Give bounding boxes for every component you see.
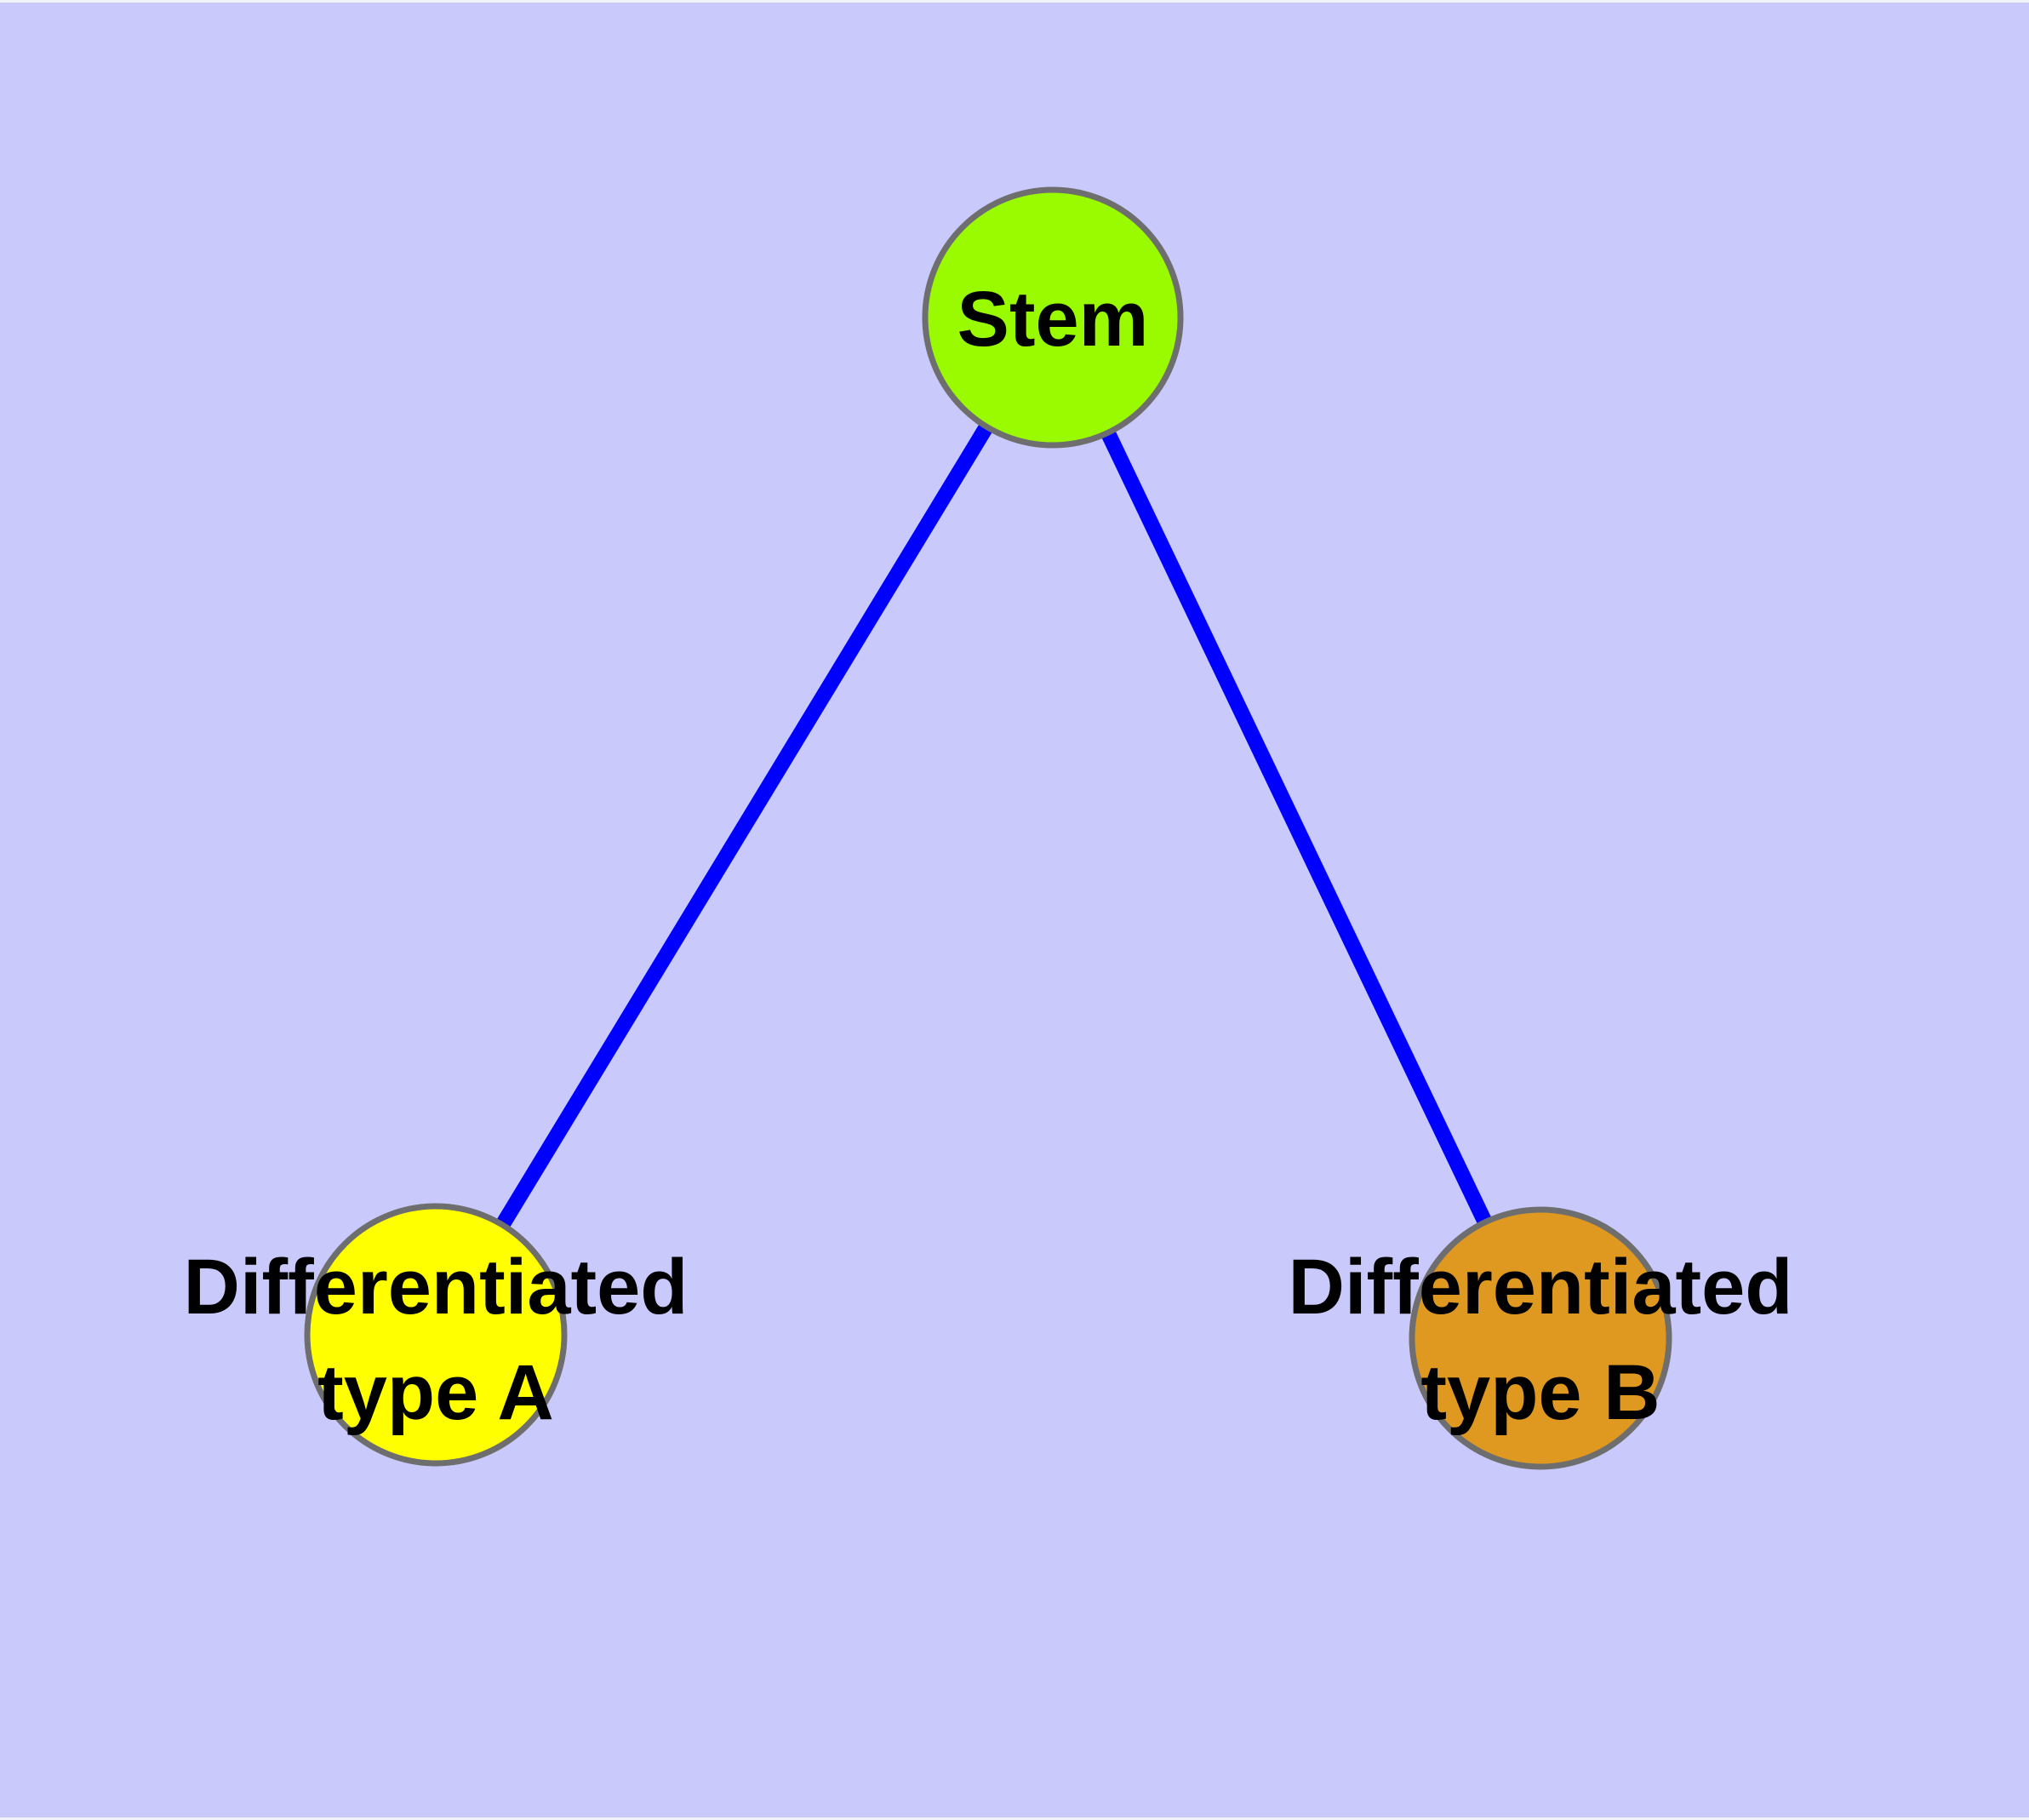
node-differentiated-type-a-label-line1: Differentiated: [184, 1244, 689, 1331]
node-differentiated-type-b: Differentiated type B: [1289, 1206, 1793, 1470]
node-differentiated-type-b-circle: [1409, 1206, 1672, 1470]
node-differentiated-type-a-circle: [304, 1203, 568, 1467]
node-differentiated-type-b-label-line2: type B: [1420, 1349, 1660, 1436]
node-differentiated-type-a-label-line2: type A: [317, 1349, 554, 1436]
edge-stem-to-type-a: [429, 313, 1060, 1339]
edge-stem-to-type-b: [1045, 314, 1548, 1342]
node-stem-label: Stem: [957, 276, 1149, 363]
node-differentiated-type-b-label-line1: Differentiated: [1289, 1244, 1793, 1331]
node-differentiated-type-a: Differentiated type A: [184, 1203, 689, 1467]
node-stem-circle: [922, 186, 1184, 449]
node-stem: Stem: [922, 186, 1184, 449]
